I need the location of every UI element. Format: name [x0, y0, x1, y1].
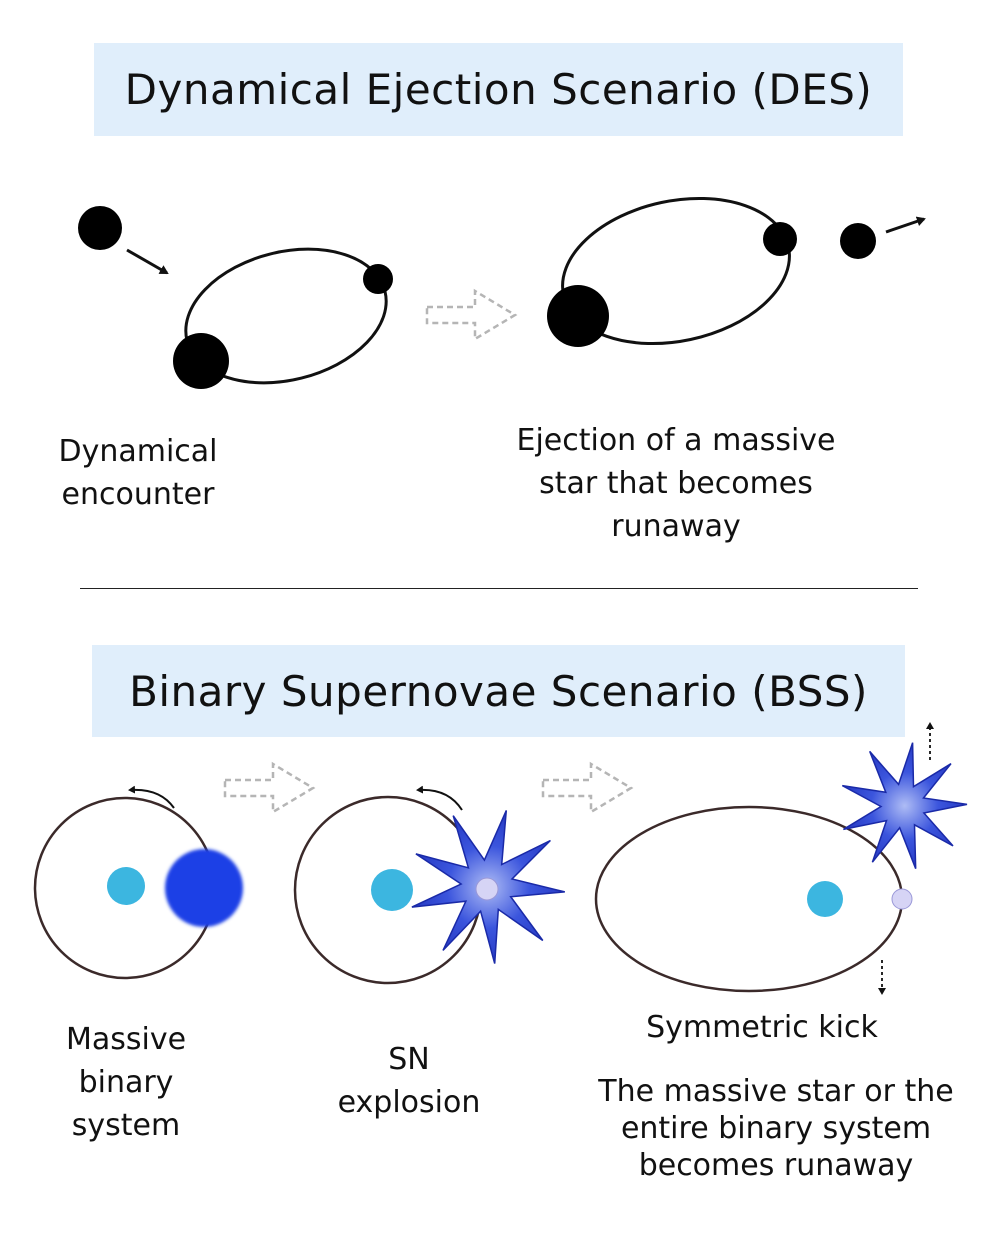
des-ejection-diagram [547, 196, 926, 347]
bss-caption-1: Massive binary system [36, 1018, 216, 1147]
caption-line: Massive [65, 1022, 187, 1057]
bss-massive-binary-diagram [33, 785, 243, 980]
companion-star-1 [107, 867, 145, 905]
caption-line: star that becomes [539, 466, 813, 501]
supernova-star-2 [841, 742, 968, 869]
des-title: Dynamical Ejection Scenario (DES) [124, 65, 873, 114]
companion-star-3 [807, 881, 843, 917]
caption-line: Symmetric kick [646, 1010, 878, 1045]
massive-star [165, 849, 243, 927]
runaway-star [840, 223, 876, 259]
section-divider [80, 588, 918, 589]
bss-symmetric-kick-diagram [594, 722, 968, 995]
caption-line: encounter [61, 477, 215, 512]
rotation-arrow-1 [128, 785, 175, 809]
orbit-ellipse-3 [594, 805, 904, 993]
des-encounter-diagram [78, 206, 393, 389]
bss-caption-3: The massive star or the entire binary sy… [586, 1073, 966, 1184]
bss-transition-arrow-1 [223, 762, 315, 814]
des-title-banner: Dynamical Ejection Scenario (DES) [94, 43, 903, 136]
bss-caption-2: SN explosion [319, 1038, 499, 1124]
binary-secondary-star-right [763, 222, 797, 256]
incoming-star [78, 206, 122, 250]
companion-star-2 [371, 869, 413, 911]
bss-transition-arrow-2 [541, 762, 633, 814]
caption-line: entire binary system [620, 1111, 932, 1146]
caption-line: Ejection of a massive [516, 423, 836, 458]
runaway-motion-arrow [885, 216, 926, 234]
caption-line: becomes runaway [638, 1148, 914, 1183]
bss-title: Binary Supernovae Scenario (BSS) [129, 666, 868, 716]
bss-title-banner: Binary Supernovae Scenario (BSS) [92, 645, 905, 737]
des-transition-arrow [425, 289, 517, 341]
caption-line: explosion [337, 1085, 481, 1120]
rotation-arrow-2 [416, 785, 463, 811]
caption-line: binary [78, 1065, 174, 1100]
caption-line: The massive star or the [598, 1074, 954, 1109]
caption-line: SN [388, 1042, 430, 1077]
remnant-1 [475, 877, 499, 901]
binary-primary-star-left [173, 333, 229, 389]
bss-caption-3-heading: Symmetric kick [612, 1006, 912, 1049]
bss-sn-explosion-diagram [293, 785, 565, 985]
caption-line: system [71, 1108, 181, 1143]
caption-line: runaway [611, 509, 741, 544]
binary-primary-star-right [547, 285, 609, 347]
caption-line: Dynamical [58, 434, 218, 469]
remnant-2 [891, 888, 913, 910]
incoming-motion-arrow [126, 248, 169, 275]
binary-secondary-star-left [363, 264, 393, 294]
des-caption-right: Ejection of a massive star that becomes … [506, 419, 846, 548]
des-caption-left: Dynamical encounter [38, 430, 238, 516]
